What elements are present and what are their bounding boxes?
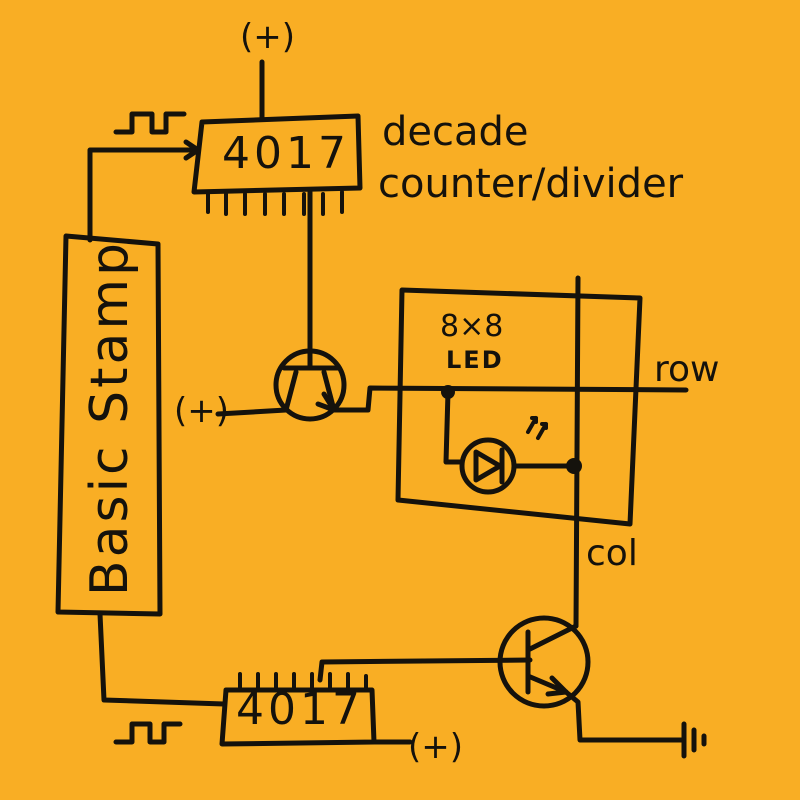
led-matrix-box bbox=[395, 287, 643, 527]
arrow-into-chip-top-icon bbox=[183, 139, 201, 161]
wire-stamp-to-chip-bottom bbox=[97, 611, 227, 707]
led-diode-icon bbox=[441, 385, 582, 495]
chip-bottom-pins bbox=[238, 672, 368, 692]
chip-bottom-4017 bbox=[219, 672, 413, 747]
pnp-transistor-icon bbox=[273, 348, 347, 422]
clock-pulse-bottom-icon bbox=[113, 721, 183, 745]
chip-top-label: 4017 bbox=[222, 128, 350, 179]
chip-bottom-label: 4017 bbox=[236, 684, 364, 735]
wire-pnp-to-row bbox=[331, 385, 689, 413]
chip-top-supply-label: (+) bbox=[240, 17, 296, 57]
basic-stamp-label: Basic Stamp bbox=[80, 239, 140, 597]
wire-stamp-to-chip-top bbox=[87, 147, 201, 243]
ground-icon bbox=[681, 721, 707, 759]
row-label: row bbox=[654, 349, 720, 390]
column-line bbox=[573, 275, 581, 629]
chip-bottom-supply-label: (+) bbox=[408, 727, 464, 767]
led-matrix-size-label: 8×8 bbox=[440, 309, 504, 344]
clock-pulse-top-icon bbox=[113, 111, 187, 135]
col-label: col bbox=[586, 533, 638, 574]
chip-top-pins bbox=[206, 190, 344, 216]
wire-supply-to-pnp bbox=[215, 407, 289, 417]
chip-top-4017 bbox=[191, 59, 363, 216]
chip-top-body bbox=[191, 113, 363, 195]
basic-stamp-body bbox=[55, 233, 163, 617]
led-matrix-type-label: LED bbox=[446, 346, 504, 374]
pnp-supply-label: (+) bbox=[174, 391, 230, 431]
wire-chip-bottom-to-npn bbox=[317, 657, 533, 683]
chip-top-description-line1: decade bbox=[382, 109, 529, 155]
wire-npn-to-ground bbox=[563, 689, 685, 743]
chip-top-description-line2: counter/divider bbox=[378, 161, 684, 207]
